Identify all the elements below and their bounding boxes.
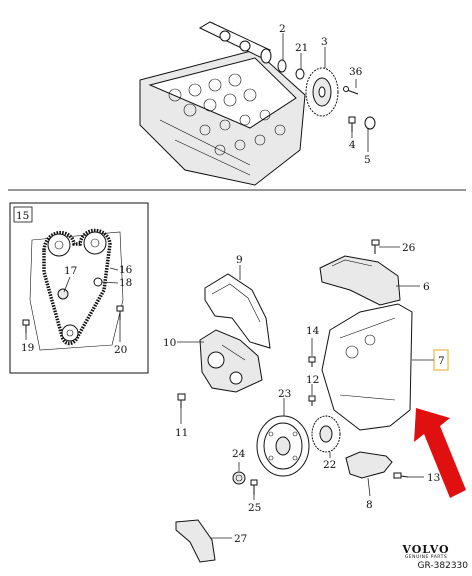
callout-21: 21: [295, 42, 308, 54]
idler-bolt: [116, 305, 124, 320]
callout-22: 22: [323, 459, 336, 471]
callout-13: 13: [427, 472, 440, 484]
callout-9: 9: [236, 254, 243, 266]
callout-15: 15: [16, 210, 29, 222]
callout-14: 14: [306, 325, 320, 337]
inner-timing-cover: [199, 329, 263, 393]
callout-23: 23: [278, 388, 291, 400]
callout-27: 27: [234, 533, 247, 545]
seal-ring: [295, 68, 305, 80]
brand-logo: VOLVO: [402, 543, 450, 556]
cover-bolt: [371, 239, 380, 254]
callout-2: 2: [279, 23, 286, 35]
callout-24: 24: [232, 448, 246, 460]
upper-timing-cover: [204, 273, 271, 349]
callout-3: 3: [321, 36, 328, 48]
camshaft-seal: [277, 59, 287, 73]
highlight-arrow: [414, 408, 466, 498]
callout-17: 17: [64, 265, 77, 277]
diagram-reference-code: GR-382330: [417, 561, 468, 571]
callout-6: 6: [423, 281, 430, 293]
cover-screw-upper: [308, 356, 316, 367]
cover-screw-lower: [308, 395, 316, 406]
timing-belt-inset: [9, 202, 149, 374]
callout-19: 19: [21, 342, 34, 354]
callout-10: 10: [163, 337, 176, 349]
callout-8: 8: [366, 499, 373, 511]
inset-number-box: [13, 206, 33, 223]
damper-bolt: [250, 479, 258, 495]
callout-18: 18: [119, 277, 132, 289]
idler-pulley: [93, 277, 103, 287]
callout-11: 11: [175, 427, 188, 439]
lower-cover-section: [345, 451, 393, 479]
belt-guide-plate: [175, 519, 216, 563]
timing-belt: [42, 228, 112, 346]
belt-tensioner: [57, 288, 69, 300]
callout-12: 12: [306, 374, 319, 386]
cylinder-head: [139, 49, 306, 186]
camshaft-pulley: [305, 67, 339, 117]
callout-5: 5: [364, 154, 371, 166]
engine-front-outline: [29, 231, 124, 351]
crankshaft-damper: [256, 415, 310, 477]
callout-26: 26: [402, 242, 416, 254]
brand-tagline: GENUINE PARTS: [404, 555, 448, 560]
main-timing-cover: [321, 303, 413, 431]
crankshaft-gear: [311, 415, 341, 453]
callout-36: 36: [349, 66, 363, 78]
tensioner-bolt: [22, 319, 30, 333]
callout-4: 4: [349, 139, 356, 151]
upper-cover-section: [319, 255, 401, 306]
mounting-bolt: [348, 116, 356, 132]
callout-20: 20: [114, 344, 127, 356]
pulley-bolt: [343, 86, 359, 95]
callout-25: 25: [248, 502, 261, 514]
lower-cover-bolt: [393, 472, 409, 479]
camshaft: [198, 21, 272, 64]
callout-16: 16: [119, 264, 133, 276]
crankshaft-bolt: [232, 471, 246, 485]
plug-cap: [364, 116, 376, 130]
callout-7: 7: [438, 355, 445, 367]
inner-cover-bolt: [177, 393, 186, 408]
